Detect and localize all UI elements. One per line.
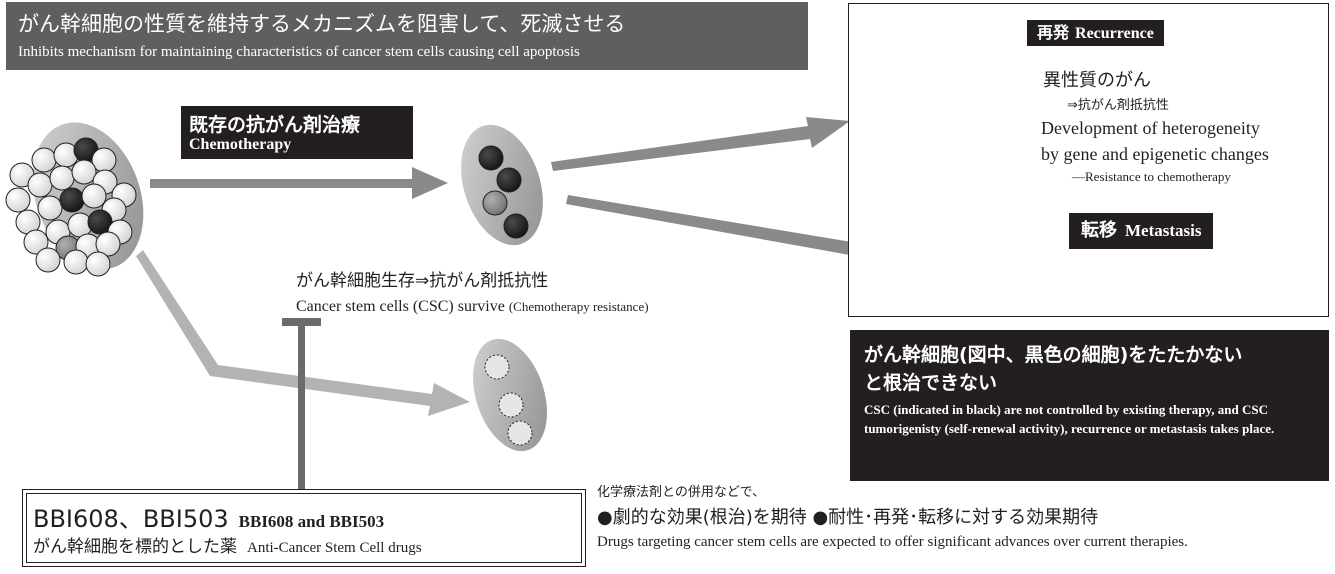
destroyed-cell <box>507 420 533 446</box>
recurrence-line2-jp: ⇒抗がん剤抵抗性 <box>1067 98 1169 113</box>
tumor-cell <box>85 251 111 277</box>
recurrence-line5-en: —Resistance to chemotherapy <box>1072 169 1231 184</box>
header-banner: がん幹細胞の性質を維持するメカニズムを阻害して、死滅させる Inhibits m… <box>6 2 808 70</box>
tumor-cell <box>49 165 75 191</box>
bbi-subtitle-en: Anti-Cancer Stem Cell drugs <box>247 540 422 556</box>
survival-text-jp: がん幹細胞生存⇒抗がん剤抵抗性 <box>296 271 549 291</box>
destroyed-cell <box>484 354 510 380</box>
tumor-cell <box>37 195 63 221</box>
csc-warning-box: がん幹細胞(図中、黒色の細胞)をたたかない と根治できない CSC (indic… <box>850 330 1329 481</box>
tumor-cell <box>23 229 49 255</box>
tumor-cell <box>95 231 121 257</box>
bbi-drug-box: BBI608、BBI503 BBI608 and BBI503 がん幹細胞を標的と… <box>22 489 586 567</box>
outcome-box <box>848 3 1329 317</box>
arrow-chemotherapy <box>150 167 448 199</box>
chemotherapy-label: 既存の抗がん剤治療 Chemotherapy <box>181 106 413 159</box>
tumor-cell <box>63 249 89 275</box>
tumor-cell <box>59 187 85 213</box>
arrow-to-recurrence <box>551 117 850 171</box>
bbi-title-en: BBI608 and BBI503 <box>238 512 385 531</box>
metastasis-label: 転移 Metastasis <box>1069 213 1214 249</box>
tumor-cell <box>87 209 113 235</box>
csc-cell <box>482 190 508 216</box>
csc-warning-line1-jp: がん幹細胞(図中、黒色の細胞)をたたかない <box>864 344 1243 366</box>
recurrence-label-en: Recurrence <box>1075 25 1154 42</box>
tumor-cell <box>81 183 107 209</box>
survival-text-en-main: Cancer stem cells (CSC) survive <box>296 298 505 315</box>
csc-cell <box>478 145 504 171</box>
chemotherapy-label-en: Chemotherapy <box>189 136 292 153</box>
arrow-to-targeted-therapy <box>136 250 470 416</box>
bbi-drug-box-inner-border <box>26 493 582 563</box>
header-title-en: Inhibits mechanism for maintaining chara… <box>18 44 580 60</box>
combination-text-en: Drugs targeting cancer stem cells are ex… <box>597 534 1188 550</box>
csc-cell <box>503 213 529 239</box>
survival-text-en-small: (Chemotherapy resistance) <box>508 299 649 314</box>
header-title-jp: がん幹細胞の性質を維持するメカニズムを阻害して、死滅させる <box>18 12 626 36</box>
recurrence-line1-jp: 異性質のがん <box>1043 70 1151 91</box>
bbi-subtitle-jp: がん幹細胞を標的とした薬 <box>33 537 237 557</box>
tumor-cell <box>27 172 53 198</box>
bbi-title: BBI608、BBI503 BBI608 and BBI503 <box>33 499 384 534</box>
combination-main-jp: ●劇的な効果(根治)を期待 ●耐性･再発･転移に対する効果期待 <box>597 507 1099 528</box>
bbi-subtitle: がん幹細胞を標的とした薬 Anti-Cancer Stem Cell drugs <box>33 532 422 557</box>
combination-note-jp: 化学療法剤との併用などで、 <box>597 485 766 500</box>
recurrence-line3-en: Development of heterogeneity <box>1041 118 1260 138</box>
metastasis-label-jp: 転移 <box>1081 220 1117 241</box>
tumor-cell <box>35 247 61 273</box>
csc-warning-text-en: CSC (indicated in black) are not control… <box>864 402 1275 436</box>
tumor-cell <box>71 159 97 185</box>
csc-cell <box>496 167 522 193</box>
inhibition-bar <box>282 318 321 489</box>
recurrence-line4-en: by gene and epigenetic changes <box>1041 144 1269 164</box>
tumor-cell <box>31 147 57 173</box>
recurrence-label: 再発 Recurrence <box>1027 20 1164 46</box>
tumor-cell <box>5 187 31 213</box>
survival-text-en: Cancer stem cells (CSC) survive (Chemoth… <box>296 298 649 316</box>
csc-warning-line2-jp: と根治できない <box>864 372 998 394</box>
destroyed-cell <box>498 392 524 418</box>
bbi-title-jp: BBI608、BBI503 <box>33 505 229 533</box>
metastasis-label-en: Metastasis <box>1125 221 1202 240</box>
chemotherapy-label-jp: 既存の抗がん剤治療 <box>189 114 361 136</box>
recurrence-label-jp: 再発 <box>1037 23 1070 42</box>
